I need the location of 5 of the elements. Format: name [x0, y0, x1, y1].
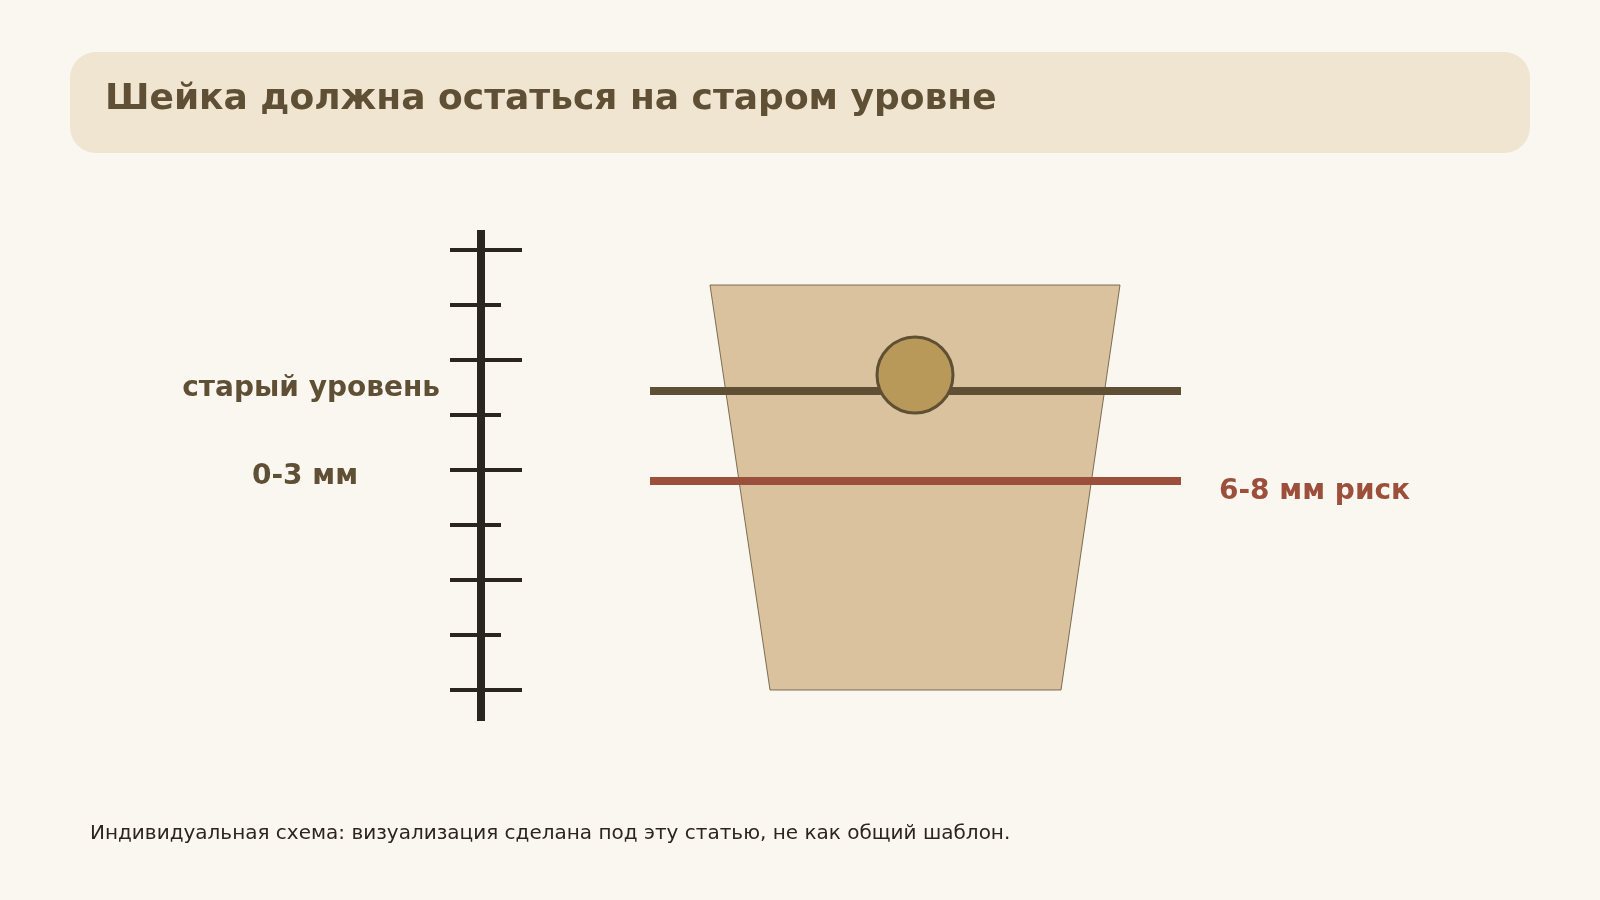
risk-label: 6-8 мм риск — [1219, 473, 1411, 506]
dimension-label: 0-3 мм — [252, 458, 359, 491]
caption: Индивидуальная схема: визуализация сделана под эту статью, не как общий шаблон. — [90, 820, 1011, 844]
level-label: старый уровень — [182, 370, 440, 403]
title: Шейка должна остаться на старом уровне — [105, 76, 997, 117]
